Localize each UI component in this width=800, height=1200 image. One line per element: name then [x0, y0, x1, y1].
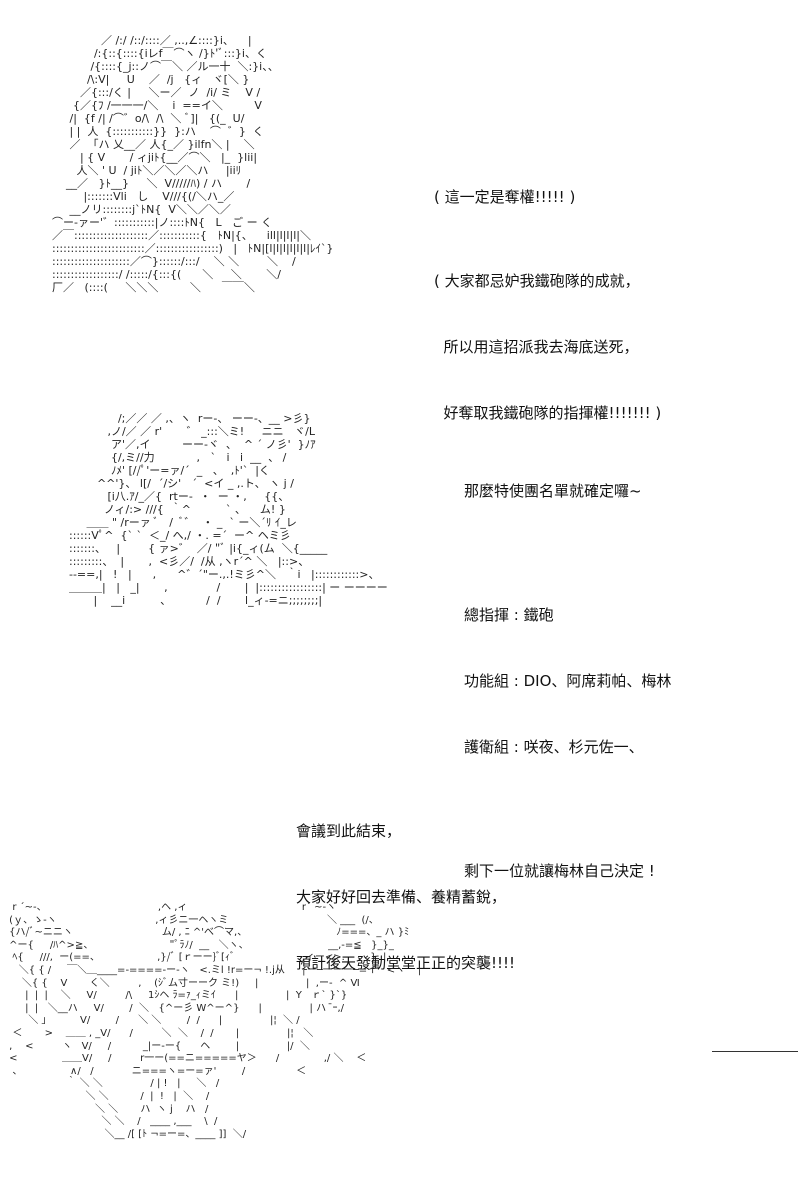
dialog-panel-3: 會議到此結束， 大家好好回去準備、養精蓄銳， 預計後天發動堂堂正正的突襲!!!! — [296, 776, 515, 1018]
dialog-line: 功能組 : DIO、阿席莉帕、梅林 — [464, 672, 672, 690]
dialog-line: ( 大家都忌妒我鐵砲隊的成就， — [434, 272, 640, 290]
dialog-line: 好奪取我鐵砲隊的指揮權!!!!!!! ) — [434, 404, 662, 422]
dialog-line: 總指揮 : 鐵砲 — [464, 606, 554, 624]
dialog-line: 護衛組 : 咲夜、杉元佐一、 — [464, 738, 644, 756]
dialog-line: 所以用這招派我去海底送死， — [434, 338, 639, 356]
dialog-line — [464, 546, 671, 560]
dialog-panel-2: 那麼特使團名單就確定囉~ 總指揮 : 鐵砲 功能組 : DIO、阿席莉帕、梅林 … — [464, 436, 671, 926]
dialog-line: 剩下一位就讓梅林自己決定 ! — [464, 862, 655, 880]
dialog-line: 大家好好回去準備、養精蓄銳， — [296, 888, 507, 906]
panel-divider-line — [712, 1051, 798, 1052]
ascii-art-figure-3: r ´~-、 ,ヘ ,ィ r´ ~-ヽ (ｙ、ゝ-ヽ ,ィ彡ニ一ヘヽミ ＼ __… — [9, 902, 422, 1140]
dialog-line: 那麼特使團名單就確定囉~ — [464, 482, 642, 500]
ascii-art-figure-1: ／ /:/ /::/::::／ ,..,∠::::}i、 | /:{::{:::… — [52, 34, 334, 294]
dialog-line: ( 這一定是奪權!!!!! ) — [434, 188, 576, 206]
dialog-line: 預計後天發動堂堂正正的突襲!!!! — [296, 954, 516, 972]
ascii-art-figure-2: /;／／ ／ ,、ヽ rー-、 ーー-、__ >彡} ,ノ/／ ／ r' ゛ _… — [68, 412, 388, 607]
dialog-panel-1: ( 這一定是奪權!!!!! ) ( 大家都忌妒我鐵砲隊的成就， 所以用這招派我去… — [434, 142, 661, 468]
dialog-line: 會議到此結束， — [296, 822, 402, 840]
